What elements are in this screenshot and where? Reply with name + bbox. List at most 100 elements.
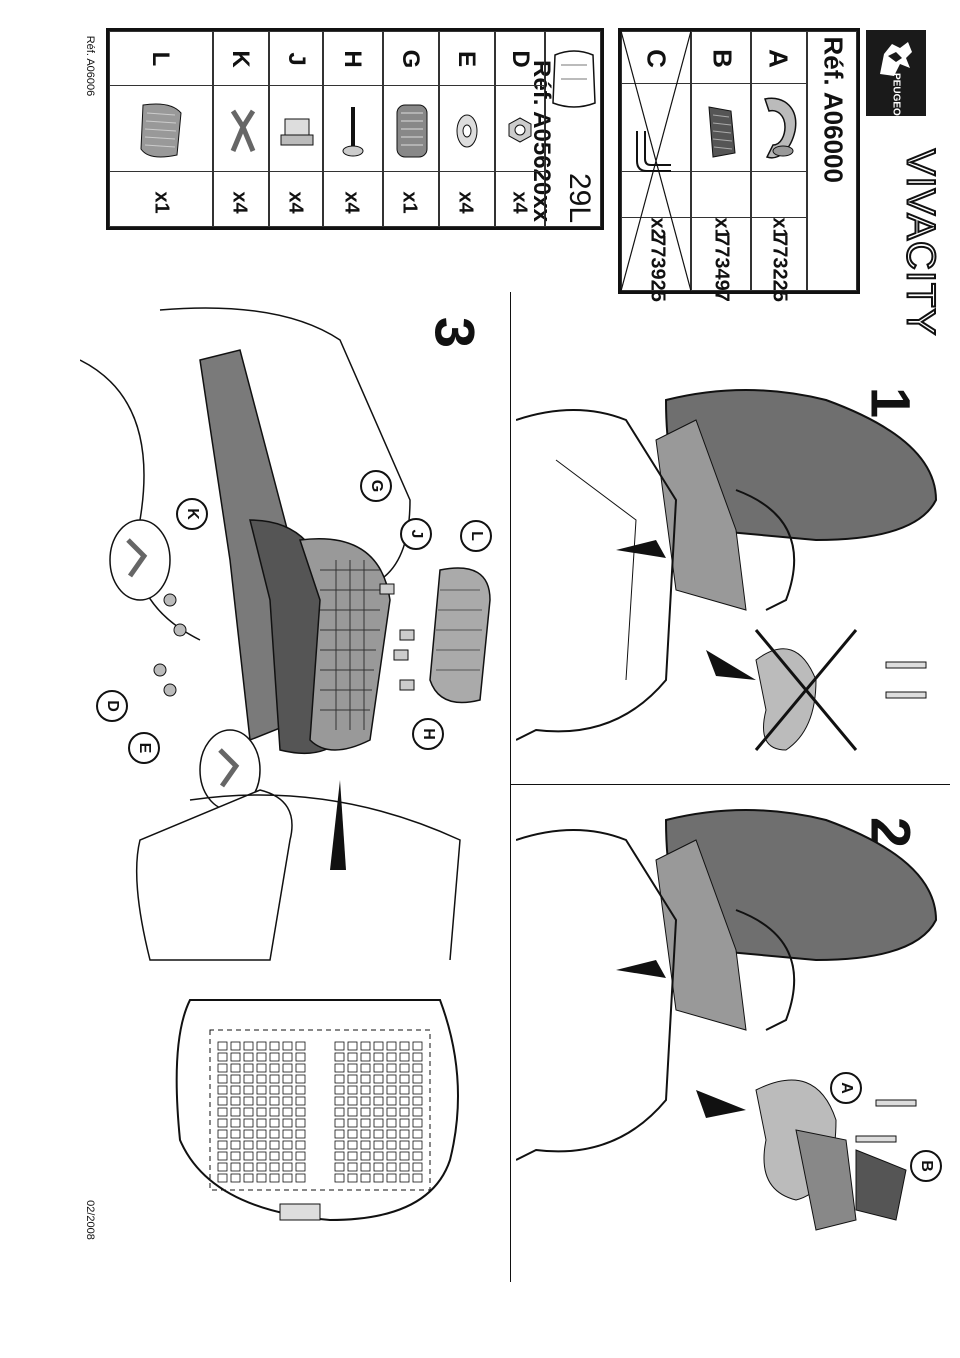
- mounting-hole: [399, 1151, 410, 1161]
- mounting-hole: [243, 1140, 254, 1150]
- mounting-hole: [360, 1096, 371, 1106]
- mounting-hole: [256, 1118, 267, 1128]
- mounting-hole: [386, 1129, 397, 1139]
- mounting-hole: [373, 1162, 384, 1172]
- mounting-hole: [373, 1173, 384, 1183]
- kit-a06000-row-a-code: 773225: [768, 235, 791, 302]
- mounting-hole: [230, 1085, 241, 1095]
- mounting-hole: [360, 1173, 371, 1183]
- mounting-hole: [282, 1118, 293, 1128]
- mounting-hole: [217, 1162, 228, 1172]
- brand-box: PEUGEOT: [866, 30, 926, 122]
- mounting-hole: [282, 1096, 293, 1106]
- mounting-hole: [282, 1129, 293, 1139]
- mounting-hole: [295, 1129, 306, 1139]
- mounting-hole: [295, 1052, 306, 1062]
- mounting-hole: [282, 1151, 293, 1161]
- mounting-hole: [295, 1096, 306, 1106]
- mounting-hole: [399, 1118, 410, 1128]
- mounting-hole: [360, 1085, 371, 1095]
- mounting-hole: [243, 1173, 254, 1183]
- callout-b: B: [910, 1150, 942, 1182]
- mounting-hole: [230, 1118, 241, 1128]
- kit-a05620-row-k-qty: x4: [228, 191, 251, 214]
- mounting-hole: [256, 1173, 267, 1183]
- mounting-hole: [217, 1085, 228, 1095]
- kit-a05620-capacity: 29L: [563, 172, 596, 224]
- mounting-hole: [243, 1162, 254, 1172]
- mounting-hole: [334, 1151, 345, 1161]
- row-c-cross-out: [621, 31, 691, 291]
- step-divider-horizontal: [510, 784, 950, 785]
- mounting-hole: [295, 1063, 306, 1073]
- mounting-hole: [412, 1151, 423, 1161]
- mounting-hole: [256, 1162, 267, 1172]
- mounting-hole: [269, 1118, 280, 1128]
- mounting-hole: [334, 1085, 345, 1095]
- mounting-hole: [399, 1107, 410, 1117]
- mounting-hole: [243, 1063, 254, 1073]
- mounting-hole: [373, 1140, 384, 1150]
- mounting-hole: [295, 1151, 306, 1161]
- part-b-plate-icon: [708, 106, 736, 158]
- mounting-hole: [230, 1129, 241, 1139]
- mounting-hole: [334, 1063, 345, 1073]
- mounting-hole: [399, 1041, 410, 1051]
- mounting-hole: [412, 1063, 423, 1073]
- mounting-hole: [386, 1041, 397, 1051]
- mounting-hole: [256, 1052, 267, 1062]
- mounting-hole: [347, 1173, 358, 1183]
- mounting-hole: [373, 1074, 384, 1084]
- part-c-u-bolt-icon: [636, 131, 671, 172]
- mounting-hole: [399, 1140, 410, 1150]
- mounting-hole: [269, 1173, 280, 1183]
- mounting-hole: [243, 1074, 254, 1084]
- mounting-hole: [295, 1107, 306, 1117]
- kit-a05620-row-h-letter: H: [339, 50, 366, 68]
- mounting-hole: [334, 1052, 345, 1062]
- mounting-hole: [217, 1173, 228, 1183]
- mounting-hole: [360, 1063, 371, 1073]
- mounting-hole: [399, 1074, 410, 1084]
- mounting-hole: [360, 1074, 371, 1084]
- part-l-reflector-icon: [140, 103, 182, 158]
- mounting-hole: [334, 1041, 345, 1051]
- part-h-screw-icon: [342, 107, 364, 157]
- mounting-hole: [243, 1107, 254, 1117]
- mounting-hole: [399, 1096, 410, 1106]
- mounting-hole: [217, 1118, 228, 1128]
- mounting-hole: [230, 1063, 241, 1073]
- mounting-hole: [282, 1107, 293, 1117]
- mounting-hole: [412, 1096, 423, 1106]
- kit-a06000-row-b-code: 773497: [710, 235, 733, 302]
- mounting-hole: [347, 1118, 358, 1128]
- mounting-hole: [399, 1085, 410, 1095]
- mounting-hole: [373, 1085, 384, 1095]
- mounting-hole: [386, 1063, 397, 1073]
- mounting-hole: [230, 1151, 241, 1161]
- mounting-hole: [386, 1162, 397, 1172]
- mounting-hole: [412, 1129, 423, 1139]
- mounting-hole: [399, 1173, 410, 1183]
- mounting-hole: [373, 1107, 384, 1117]
- mounting-hole: [256, 1129, 267, 1139]
- mounting-hole: [243, 1118, 254, 1128]
- mounting-hole: [256, 1085, 267, 1095]
- mounting-hole: [217, 1052, 228, 1062]
- kit-a05620-row-h-qty: x4: [340, 191, 363, 214]
- mounting-hole: [282, 1074, 293, 1084]
- mounting-hole: [217, 1041, 228, 1051]
- mounting-hole: [412, 1052, 423, 1062]
- step-3-illustration: [80, 307, 491, 811]
- mounting-hole: [334, 1096, 345, 1106]
- mounting-hole: [334, 1118, 345, 1128]
- mounting-hole: [334, 1129, 345, 1139]
- mounting-hole: [269, 1151, 280, 1161]
- mounting-hole: [399, 1162, 410, 1172]
- kit-a05620-row-e-qty: x4: [454, 191, 477, 214]
- mounting-hole: [373, 1129, 384, 1139]
- mounting-hole: [386, 1151, 397, 1161]
- mounting-hole: [269, 1162, 280, 1172]
- mounting-hole: [412, 1074, 423, 1084]
- kit-a06000-title: Réf. A06000: [818, 36, 849, 183]
